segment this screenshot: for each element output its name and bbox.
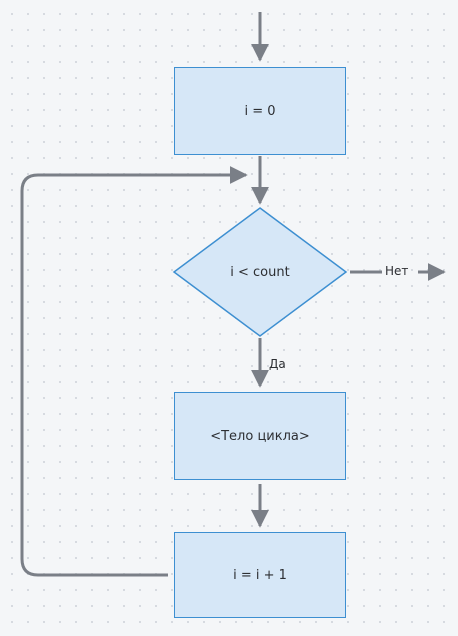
increment-node-label: i = i + 1	[233, 567, 287, 583]
condition-diamond	[172, 207, 348, 337]
body-node: <Тело цикла>	[174, 392, 346, 480]
condition-node-label: i < count	[230, 264, 290, 280]
init-node-label: i = 0	[244, 103, 276, 119]
body-node-label: <Тело цикла>	[210, 428, 310, 444]
increment-node: i = i + 1	[174, 532, 346, 618]
no-label: Нет	[385, 264, 409, 278]
loop-back-arrow	[20, 166, 248, 577]
init-node: i = 0	[174, 67, 346, 155]
yes-label: Да	[269, 357, 286, 371]
condition-node: i < count	[190, 258, 330, 286]
